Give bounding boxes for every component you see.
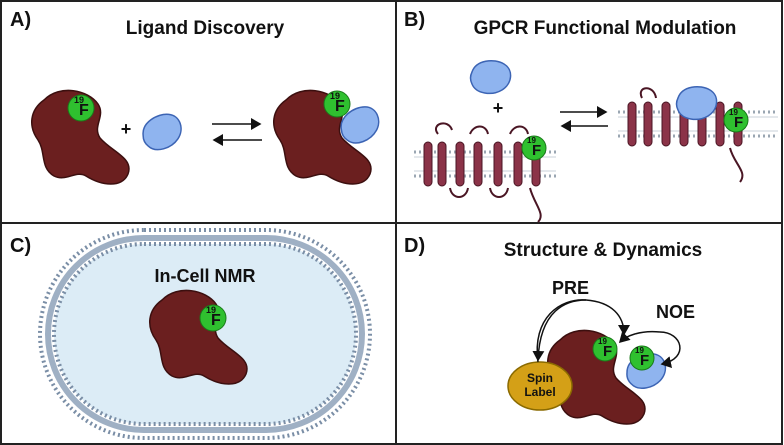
fluorine-badge-a-right: 19 F xyxy=(323,90,351,118)
svg-text:F: F xyxy=(603,343,612,360)
svg-text:F: F xyxy=(211,312,221,329)
svg-text:Label: Label xyxy=(524,385,555,399)
svg-text:F: F xyxy=(335,98,345,115)
fluorine-badge-a-left: 19 F xyxy=(67,94,95,122)
ligand-b-bound xyxy=(675,85,718,121)
noe-arrow-to-ligand xyxy=(659,331,681,368)
panel-d-title: Structure & Dynamics xyxy=(504,240,703,261)
svg-text:19: 19 xyxy=(729,108,738,117)
pre-arrow-to-spin-label xyxy=(532,299,587,362)
gpcr-b-right xyxy=(627,87,744,183)
panel-b-letter: B) xyxy=(404,9,425,31)
gpcr-b-left xyxy=(423,122,542,223)
svg-text:F: F xyxy=(532,142,541,159)
spin-label: Spin Label xyxy=(507,361,573,411)
svg-text:19: 19 xyxy=(635,346,644,355)
panel-d-letter: D) xyxy=(404,235,425,257)
fluorine-badge-d-protein: 19 F xyxy=(592,336,618,362)
panel-c-letter: C) xyxy=(10,235,31,257)
svg-text:19: 19 xyxy=(206,305,216,315)
svg-text:19: 19 xyxy=(330,91,340,101)
svg-text:Spin: Spin xyxy=(527,371,553,385)
fluorine-badge-b-left: 19 F xyxy=(521,135,547,161)
svg-text:19: 19 xyxy=(598,337,607,346)
svg-text:F: F xyxy=(640,352,649,369)
svg-text:F: F xyxy=(734,114,743,131)
svg-text:19: 19 xyxy=(527,136,536,145)
plus-sign-b: + xyxy=(493,98,504,118)
panel-a-letter: A) xyxy=(10,9,31,31)
svg-text:F: F xyxy=(79,102,89,119)
plus-sign-a: + xyxy=(121,119,132,139)
panel-c-title: In-Cell NMR xyxy=(155,266,256,286)
panel-b-title: GPCR Functional Modulation xyxy=(474,18,737,39)
pre-label: PRE xyxy=(552,278,589,298)
svg-text:19: 19 xyxy=(74,95,84,105)
fluorine-badge-b-right: 19 F xyxy=(723,107,749,133)
noe-arrow-to-protein xyxy=(618,330,661,344)
panel-a-title: Ligand Discovery xyxy=(126,18,285,39)
ligand-b-free xyxy=(469,59,512,95)
noe-label: NOE xyxy=(656,302,695,322)
fluorine-badge-c: 19 F xyxy=(199,304,227,332)
fluorine-badge-d-ligand: 19 F xyxy=(629,345,655,371)
